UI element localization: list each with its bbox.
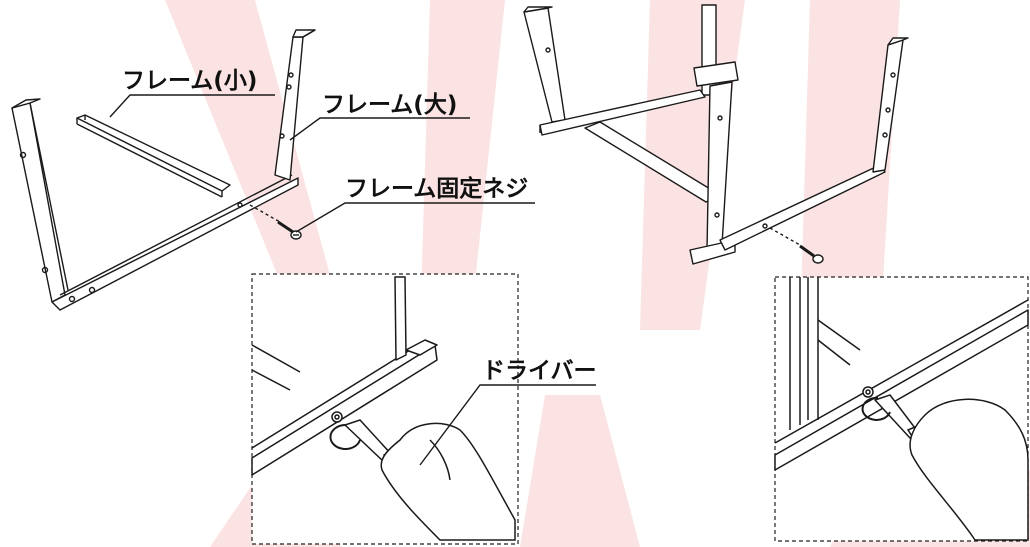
frame-large-upright	[274, 29, 316, 181]
leader-frame-screw	[295, 202, 535, 233]
hand	[380, 422, 516, 541]
detail-box-right	[774, 276, 1029, 542]
leader-screwdriver	[419, 384, 596, 466]
frame-screw	[249, 204, 302, 240]
right-front-upright	[693, 61, 739, 251]
label-frame-small: フレーム(小)	[122, 68, 257, 94]
hand-right	[909, 398, 1029, 541]
rotate-arrow-icon-right	[861, 396, 891, 421]
frame-large-base	[51, 174, 299, 311]
label-frame-screw: フレーム固定ネジ	[345, 175, 528, 202]
right-back-post	[523, 6, 566, 123]
leader-frame-large	[289, 117, 470, 141]
right-left-base	[539, 89, 706, 136]
rotate-arrow-icon	[329, 424, 361, 450]
left-post	[11, 98, 69, 303]
right-frame-screw	[769, 227, 824, 264]
right-front-rail	[719, 164, 886, 251]
frame-small	[76, 114, 231, 198]
left-assembly	[11, 29, 535, 311]
detail-box-left	[251, 273, 596, 545]
right-right-post	[872, 37, 909, 173]
leader-frame-small	[109, 94, 275, 118]
label-frame-large: フレーム(大)	[322, 92, 457, 118]
label-screwdriver: ドライバー	[482, 358, 597, 384]
right-assembly	[523, 4, 909, 265]
